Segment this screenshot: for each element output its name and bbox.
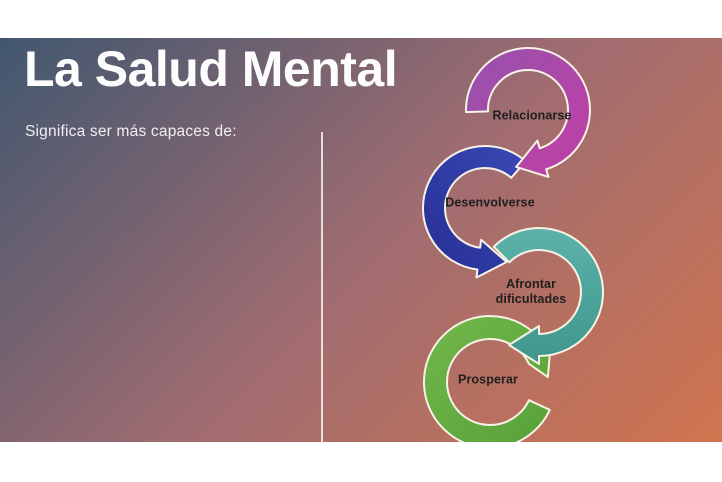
loop-desenvolverse-label: Desenvolverse bbox=[445, 195, 535, 210]
diagram-canvas bbox=[321, 47, 604, 442]
slide-title: La Salud Mental bbox=[24, 41, 398, 97]
loop-afrontar-dificultades-label: Afrontar dificultades bbox=[495, 277, 567, 306]
circular-arrows-group bbox=[422, 47, 604, 442]
loop-relacionarse-arrow bbox=[465, 47, 591, 178]
loop-relacionarse-label: Relacionarse bbox=[492, 108, 572, 123]
slide-content: La Salud Mental Significa ser más capace… bbox=[0, 38, 722, 442]
loop-desenvolverse-arrow bbox=[422, 145, 527, 279]
slide-subtitle: Significa ser más capaces de: bbox=[25, 123, 237, 140]
loop-prosperar-label: Prosperar bbox=[458, 372, 518, 387]
loop-afrontar-dificultades-arrow bbox=[492, 227, 604, 365]
